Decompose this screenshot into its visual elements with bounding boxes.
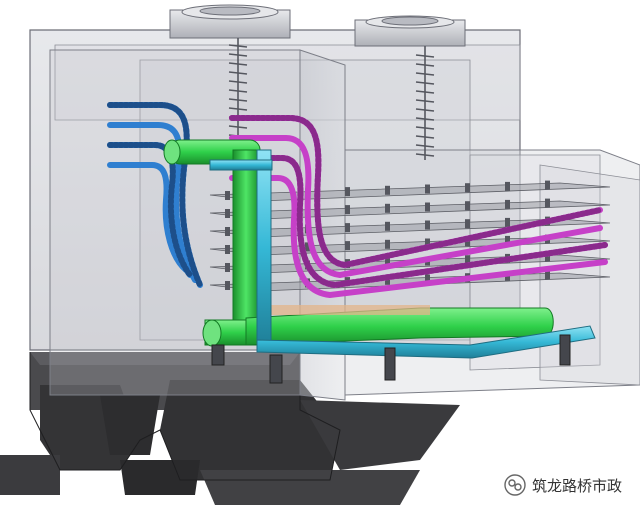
hanger-rung xyxy=(228,107,248,111)
hanger-rung xyxy=(415,54,435,58)
tray-bracket xyxy=(385,275,390,285)
tray-bracket xyxy=(345,223,350,233)
tray-bracket xyxy=(385,185,390,195)
hanger-rung xyxy=(228,62,248,66)
tray-bracket xyxy=(345,241,350,251)
tray-bracket xyxy=(425,274,430,284)
hanger-rung xyxy=(415,117,435,121)
tray-bracket xyxy=(465,237,470,247)
tray-bracket xyxy=(465,201,470,211)
hanger-rung xyxy=(415,99,435,103)
hanger-rung xyxy=(415,90,435,94)
hanger-rung xyxy=(415,144,435,148)
tray-bracket xyxy=(425,238,430,248)
hanger-rung xyxy=(228,125,248,129)
hanger-rung xyxy=(415,72,435,76)
tray-bracket xyxy=(545,180,550,190)
wechat-official-account-icon xyxy=(504,474,526,496)
hanger-rung xyxy=(228,98,248,102)
tray-bracket xyxy=(465,255,470,265)
hanger-rung xyxy=(228,71,248,75)
tray-bracket xyxy=(345,205,350,215)
hanger-rung xyxy=(415,108,435,112)
tray-bracket xyxy=(225,191,230,200)
tray-bracket xyxy=(505,217,510,227)
tray-bracket xyxy=(545,252,550,262)
tray-bracket xyxy=(385,257,390,267)
tray-bracket xyxy=(345,187,350,197)
hanger-rung xyxy=(415,153,435,157)
pipe-supports xyxy=(211,334,571,384)
tray-bracket xyxy=(425,202,430,212)
tray-bracket xyxy=(505,181,510,191)
magenta-conduit-bundle xyxy=(229,115,608,299)
tray-bracket xyxy=(225,263,230,272)
tray-bracket xyxy=(545,198,550,208)
tray-bracket xyxy=(385,203,390,213)
hanger-rung xyxy=(415,126,435,130)
hanger-rung xyxy=(228,44,248,48)
cyan-pipe xyxy=(209,149,596,359)
hanger-rung xyxy=(415,63,435,67)
tray-bracket xyxy=(385,239,390,249)
watermark-text: 筑龙路桥市政 xyxy=(531,476,622,495)
tray-bracket xyxy=(465,219,470,229)
watermark: 筑龙路桥市政 xyxy=(499,472,626,498)
hanger-rung xyxy=(415,81,435,85)
tray-bracket xyxy=(505,235,510,245)
tray-bracket xyxy=(385,221,390,231)
tray-bracket xyxy=(465,183,470,193)
hanger-rod-right xyxy=(415,46,435,160)
tray-bracket xyxy=(305,242,310,252)
hanger-rung xyxy=(228,53,248,57)
tray-bracket xyxy=(425,220,430,230)
hanger-rung xyxy=(228,80,248,84)
hanger-rung xyxy=(228,89,248,93)
hanger-rung xyxy=(415,135,435,139)
tray-bracket xyxy=(225,281,230,290)
roof-vent-right xyxy=(354,15,466,47)
tray-bracket xyxy=(225,209,230,218)
roof-vent-left xyxy=(169,4,291,39)
tray-bracket xyxy=(425,184,430,194)
tray-bracket xyxy=(505,199,510,209)
tray-bracket xyxy=(545,270,550,280)
green-main-pipe xyxy=(163,139,554,347)
tray-bracket xyxy=(225,227,230,236)
tray-bracket xyxy=(225,245,230,254)
